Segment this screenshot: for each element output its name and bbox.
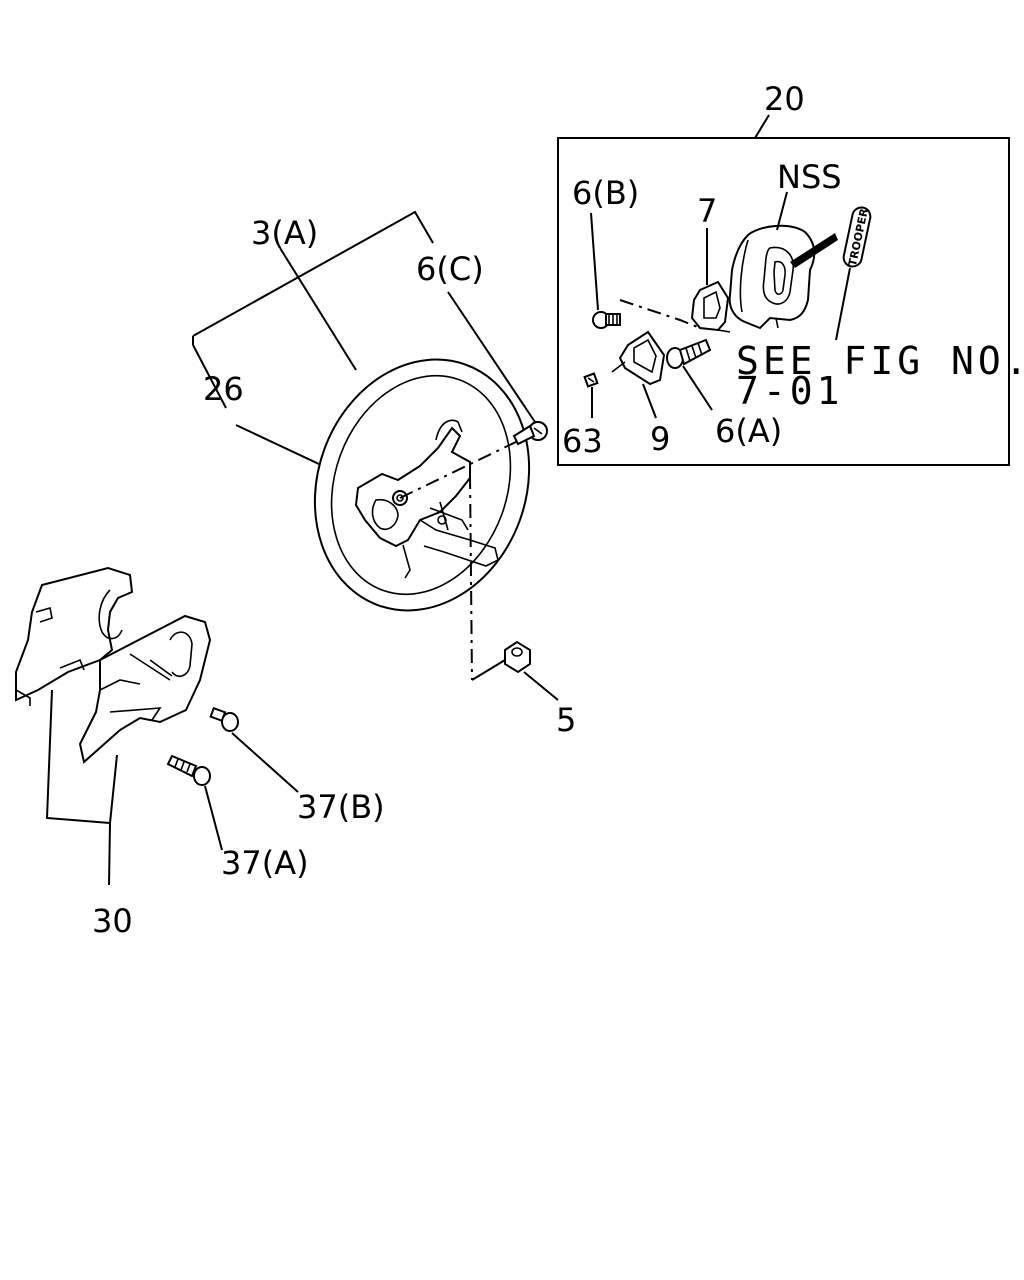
screw-6a-part [666, 338, 712, 369]
leader-37a [204, 785, 223, 851]
horn-pad-part [728, 224, 838, 330]
see-fig-line-2: 7-01 [736, 369, 844, 413]
trooper-badge-part: TROOPER [842, 206, 872, 268]
axis-centerline [469, 474, 473, 681]
axis-to-screw [399, 439, 521, 499]
upper-cover-part [15, 566, 134, 706]
label-3a: 3(A) [251, 214, 318, 252]
label-30: 30 [92, 902, 133, 940]
leader-6a [682, 365, 713, 411]
leader-3a [279, 247, 357, 371]
leader-6c [447, 291, 536, 423]
steering-wheel-part [313, 358, 531, 612]
bracket-30 [45, 689, 111, 824]
label-6a: 6(A) [715, 412, 782, 450]
part-7-plate [690, 280, 731, 333]
leader-nss [776, 191, 788, 231]
leader-5 [523, 671, 559, 701]
leader-37b [231, 732, 299, 793]
label-37b: 37(B) [297, 788, 385, 826]
label-5: 5 [556, 701, 576, 739]
screw-37a-part [166, 754, 211, 786]
label-nss: NSS [777, 158, 842, 196]
label-26: 26 [203, 370, 244, 408]
inset-box [557, 137, 1010, 466]
leader-20 [754, 114, 770, 139]
label-9: 9 [650, 420, 670, 458]
label-6b: 6(B) [572, 174, 639, 212]
screw-6b-part [592, 311, 621, 329]
label-37a: 37(A) [221, 844, 309, 882]
label-20: 20 [764, 80, 805, 118]
steering-wheel-group: 3(A) 6(C) 26 5 [192, 210, 576, 739]
nut-5-part [504, 640, 531, 674]
label-6c: 6(C) [416, 250, 484, 288]
part-63-clip [583, 372, 599, 388]
leader-6b [590, 212, 599, 311]
lower-cover-part [78, 614, 212, 764]
column-cover-group: 37(B) 37(A) 30 [15, 566, 385, 940]
axis-to-nut [471, 659, 506, 681]
part-9-bracket [611, 330, 666, 386]
label-7: 7 [697, 192, 717, 230]
see-fig-line-1: SEE FIG NO. [736, 339, 1024, 383]
bracket-30-b [109, 754, 118, 824]
bracket-3a [192, 210, 434, 345]
screw-6c-part [512, 421, 548, 446]
leader-badge [835, 267, 851, 341]
inset-group-20: TROOPER [557, 80, 1024, 466]
screw-37b-part [209, 706, 239, 732]
dash-6b [619, 299, 701, 329]
label-63: 63 [562, 422, 603, 460]
leader-26-bracket [192, 344, 227, 409]
leader-30 [108, 822, 111, 886]
leader-9 [642, 383, 657, 419]
